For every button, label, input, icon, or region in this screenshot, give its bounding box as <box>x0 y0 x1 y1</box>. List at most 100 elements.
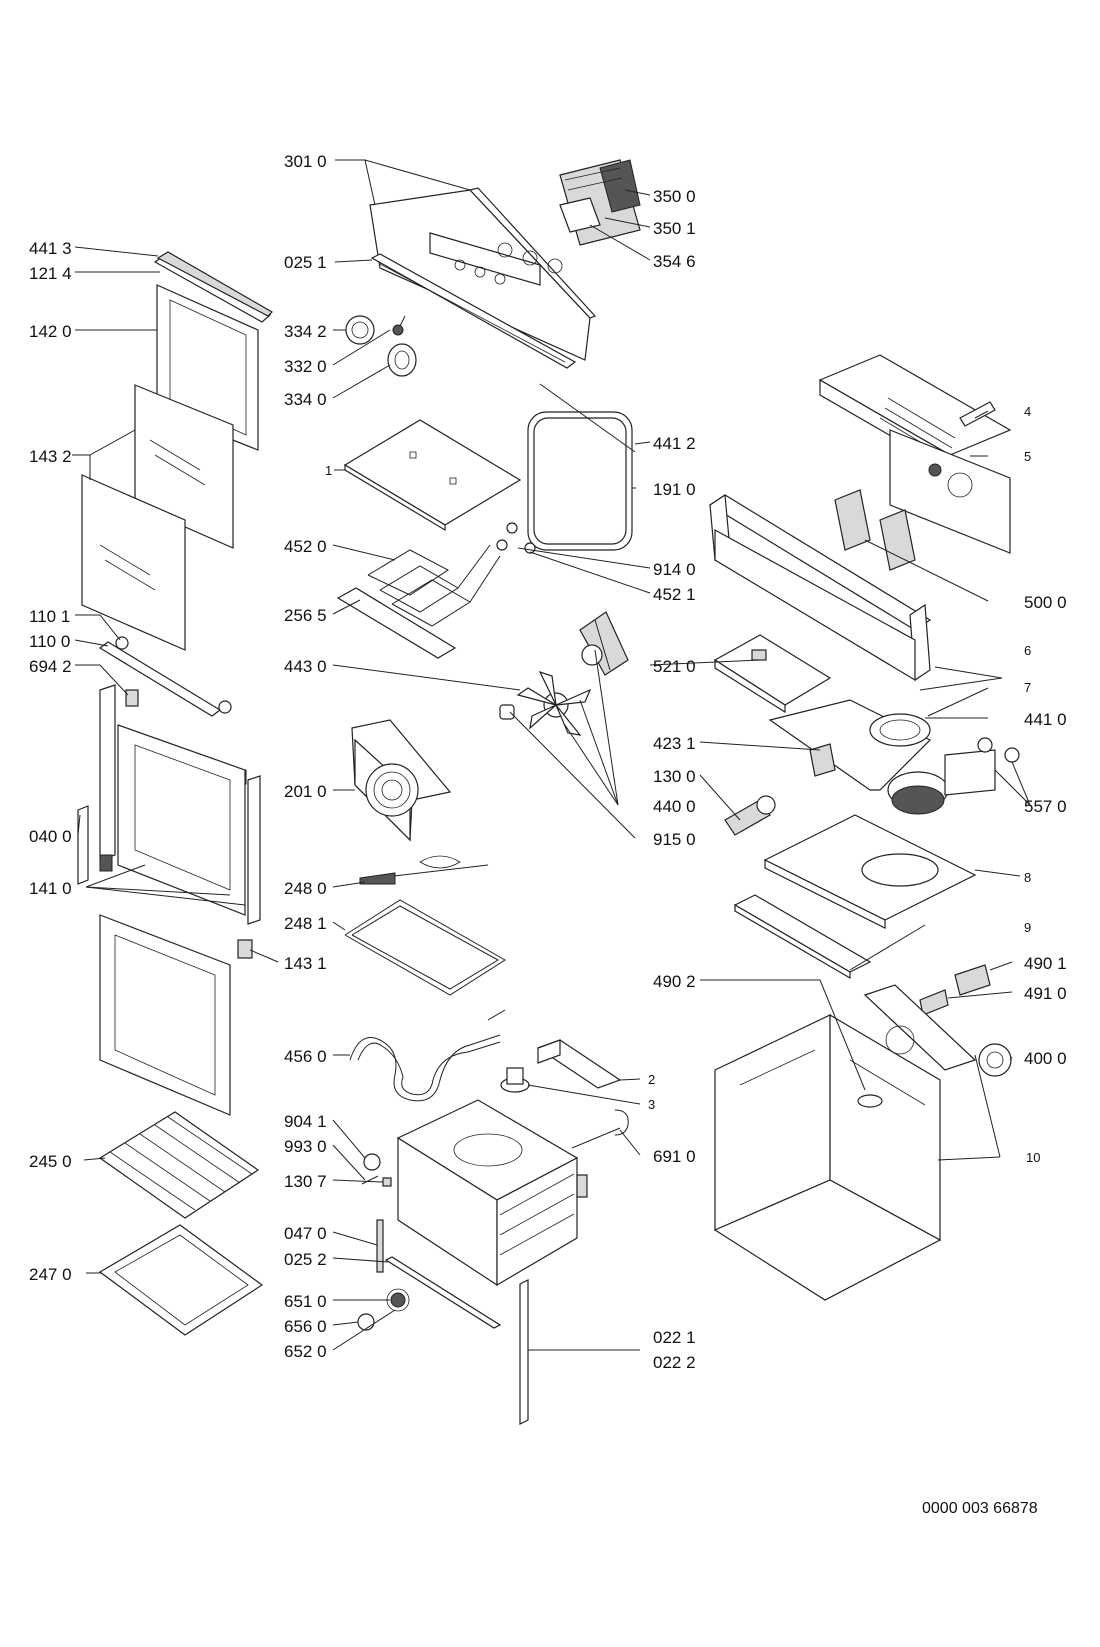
label-354-6: 354 6 <box>653 252 696 271</box>
label-110-0: 110 0 <box>29 632 70 651</box>
label-915-0: 915 0 <box>653 830 696 849</box>
label-121-4: 121 4 <box>29 264 72 283</box>
selector-knob-part <box>357 1288 410 1331</box>
label-9: 9 <box>1024 920 1031 935</box>
label-142-0: 142 0 <box>29 322 72 341</box>
lamp-holder-part <box>361 1153 392 1187</box>
outer-casing-part <box>713 1013 942 1301</box>
label-691-0: 691 0 <box>653 1147 696 1166</box>
base-plate-part <box>763 814 977 929</box>
label-490-1: 490 1 <box>1024 954 1067 973</box>
control-knobs-part <box>345 315 417 377</box>
label-025-1: 025 1 <box>284 253 327 272</box>
label-443-0: 443 0 <box>284 657 327 676</box>
fan-motor-small-part <box>978 1043 1012 1077</box>
heat-shield-part <box>336 587 457 659</box>
label-452-0: 452 0 <box>284 537 327 556</box>
label-022-2: 022 2 <box>653 1353 696 1372</box>
panel-support-bar-part <box>370 253 577 369</box>
grill-element-part <box>367 522 536 627</box>
label-656-0: 656 0 <box>284 1317 327 1336</box>
label-130-0: 130 0 <box>653 767 696 786</box>
label-022-1: 022 1 <box>653 1328 696 1347</box>
label-248-0: 248 0 <box>284 879 327 898</box>
label-8: 8 <box>1024 870 1031 885</box>
label-400-0: 400 0 <box>1024 1049 1067 1068</box>
label-1: 1 <box>325 463 332 478</box>
door-top-profile-part <box>153 251 273 323</box>
label-143-1: 143 1 <box>284 954 327 973</box>
door-lock-part <box>809 743 836 777</box>
label-440-0: 440 0 <box>653 797 696 816</box>
label-248-1: 248 1 <box>284 914 327 933</box>
door-inner-glass-part <box>81 384 234 651</box>
part-labels: 301 0 025 1 350 0 350 1 354 6 441 3 121 … <box>29 152 1067 1517</box>
label-490-2: 490 2 <box>653 972 696 991</box>
label-452-1: 452 1 <box>653 585 696 604</box>
baking-tray-part <box>98 1224 264 1336</box>
wire-shelf-part <box>98 1111 260 1219</box>
label-130-7: 130 7 <box>284 1172 327 1191</box>
label-3: 3 <box>648 1097 655 1112</box>
label-651-0: 651 0 <box>284 1292 327 1311</box>
rotisserie-frame-part <box>344 899 506 996</box>
label-491-0: 491 0 <box>1024 984 1067 1003</box>
side-strip-part <box>519 1279 529 1425</box>
side-rail-part <box>376 1219 384 1273</box>
label-904-1: 904 1 <box>284 1112 327 1131</box>
cooling-fan-duct-part <box>768 699 932 791</box>
label-350-0: 350 0 <box>653 187 696 206</box>
label-334-0: 334 0 <box>284 390 327 409</box>
oven-cavity-part <box>396 1099 588 1287</box>
label-7: 7 <box>1024 680 1031 695</box>
relay-board-part <box>834 489 916 571</box>
label-441-0: 441 0 <box>1024 710 1067 729</box>
label-301-0: 301 0 <box>284 152 327 171</box>
label-423-1: 423 1 <box>653 734 696 753</box>
door-inner-panel-part <box>99 914 231 1116</box>
door-hinge-bar-part <box>98 636 232 717</box>
label-047-0: 047 0 <box>284 1224 327 1243</box>
fan-blade-part <box>499 670 592 736</box>
door-side-hinge-part <box>77 684 261 925</box>
door-frame-part <box>117 724 253 959</box>
label-521-0: 521 0 <box>653 657 696 676</box>
vent-pipe-part <box>571 1109 629 1149</box>
rear-casing-part <box>889 429 1011 554</box>
label-332-0: 332 0 <box>284 357 327 376</box>
label-040-0: 040 0 <box>29 827 72 846</box>
tangential-fan-part <box>887 771 949 815</box>
label-2: 2 <box>648 1072 655 1087</box>
door-seal-part <box>527 383 636 551</box>
label-245-0: 245 0 <box>29 1152 72 1171</box>
label-334-2: 334 2 <box>284 322 327 341</box>
label-441-3: 441 3 <box>29 239 72 258</box>
label-350-1: 350 1 <box>653 219 696 238</box>
terminal-block-part <box>919 964 991 1016</box>
diagram-reference-number: 0000 003 66878 <box>922 1500 1038 1517</box>
label-141-0: 141 0 <box>29 879 72 898</box>
control-panel-part <box>369 187 597 361</box>
bottom-deflector-part <box>733 894 872 980</box>
label-500-0: 500 0 <box>1024 593 1067 612</box>
label-652-0: 652 0 <box>284 1342 327 1361</box>
leader-lines <box>72 159 1031 1351</box>
thermostat-bulb-part <box>500 1067 530 1093</box>
upper-bracket-part <box>536 1039 622 1089</box>
label-5: 5 <box>1024 449 1031 464</box>
rotisserie-spit-part <box>359 855 489 885</box>
label-441-2: 441 2 <box>653 434 696 453</box>
label-456-0: 456 0 <box>284 1047 327 1066</box>
thermal-fuses-part <box>944 737 1020 796</box>
label-143-2: 143 2 <box>29 447 72 466</box>
label-110-1: 110 1 <box>29 607 70 626</box>
lower-heating-element-part <box>349 1009 506 1102</box>
label-557-0: 557 0 <box>1024 797 1067 816</box>
front-trim-part <box>384 1256 502 1329</box>
label-993-0: 993 0 <box>284 1137 327 1156</box>
label-694-2: 694 2 <box>29 657 72 676</box>
label-201-0: 201 0 <box>284 782 327 801</box>
label-4: 4 <box>1024 404 1031 419</box>
front-frame-part <box>708 493 932 682</box>
